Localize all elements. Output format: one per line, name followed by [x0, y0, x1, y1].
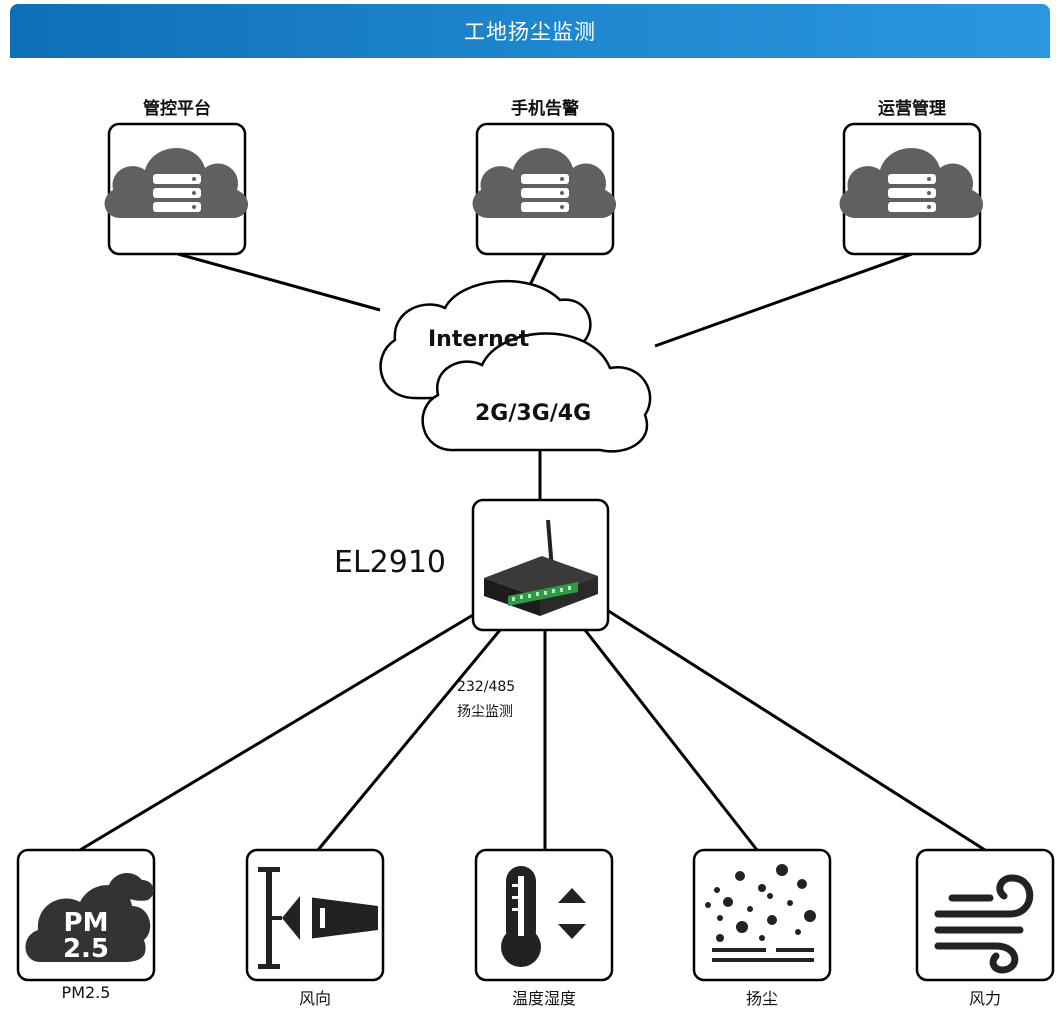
top-node-box-2: [472, 122, 617, 256]
top-node-label-1: 管控平台: [143, 99, 211, 119]
wind-icon: [934, 874, 1034, 974]
internet-label: Internet: [428, 327, 530, 352]
sensor-box-pm25: PM 2.5: [16, 848, 156, 982]
sensor-label-wind-direction: 风向: [298, 989, 331, 1008]
title-bar: 工地扬尘监测: [10, 4, 1050, 58]
top-node-label-2: 手机告警: [511, 99, 579, 119]
sensor-label-temp-humidity: 温度湿度: [511, 989, 576, 1008]
bus-label: 232/485 扬尘监测: [457, 675, 515, 725]
mobile-network-label: 2G/3G/4G: [475, 401, 591, 426]
connection-lines: [79, 252, 986, 852]
top-node-box-3: [839, 122, 984, 256]
sensor-box-wind-direction: [245, 848, 385, 982]
thermometer-icon: [501, 866, 586, 967]
device-label: EL2910: [334, 545, 447, 580]
sensor-label-dust: 扬尘: [745, 989, 778, 1008]
page-title: 工地扬尘监测: [464, 20, 596, 44]
svg-text:2.5: 2.5: [63, 934, 109, 964]
mobile-cloud: [421, 332, 652, 453]
gateway-device-icon: [484, 519, 598, 616]
sensor-box-temp-humidity: [474, 848, 614, 982]
device-box: [471, 498, 610, 632]
sensor-label-wind-force: 风力: [968, 989, 1001, 1008]
top-node-label-3: 运营管理: [878, 99, 946, 119]
bus-purpose-label: 扬尘监测: [457, 704, 513, 720]
sensor-box-wind-force: [915, 848, 1055, 982]
sensor-label-pm25: PM2.5: [61, 983, 111, 1002]
pm25-cloud-icon: [25, 873, 154, 962]
dust-particles-icon: [705, 864, 816, 962]
wind-vane-icon: [258, 867, 378, 969]
top-node-box-1: [104, 122, 249, 256]
bus-protocol-label: 232/485: [457, 679, 516, 695]
sensor-box-dust: [692, 848, 832, 982]
svg-text:PM: PM: [64, 908, 109, 938]
